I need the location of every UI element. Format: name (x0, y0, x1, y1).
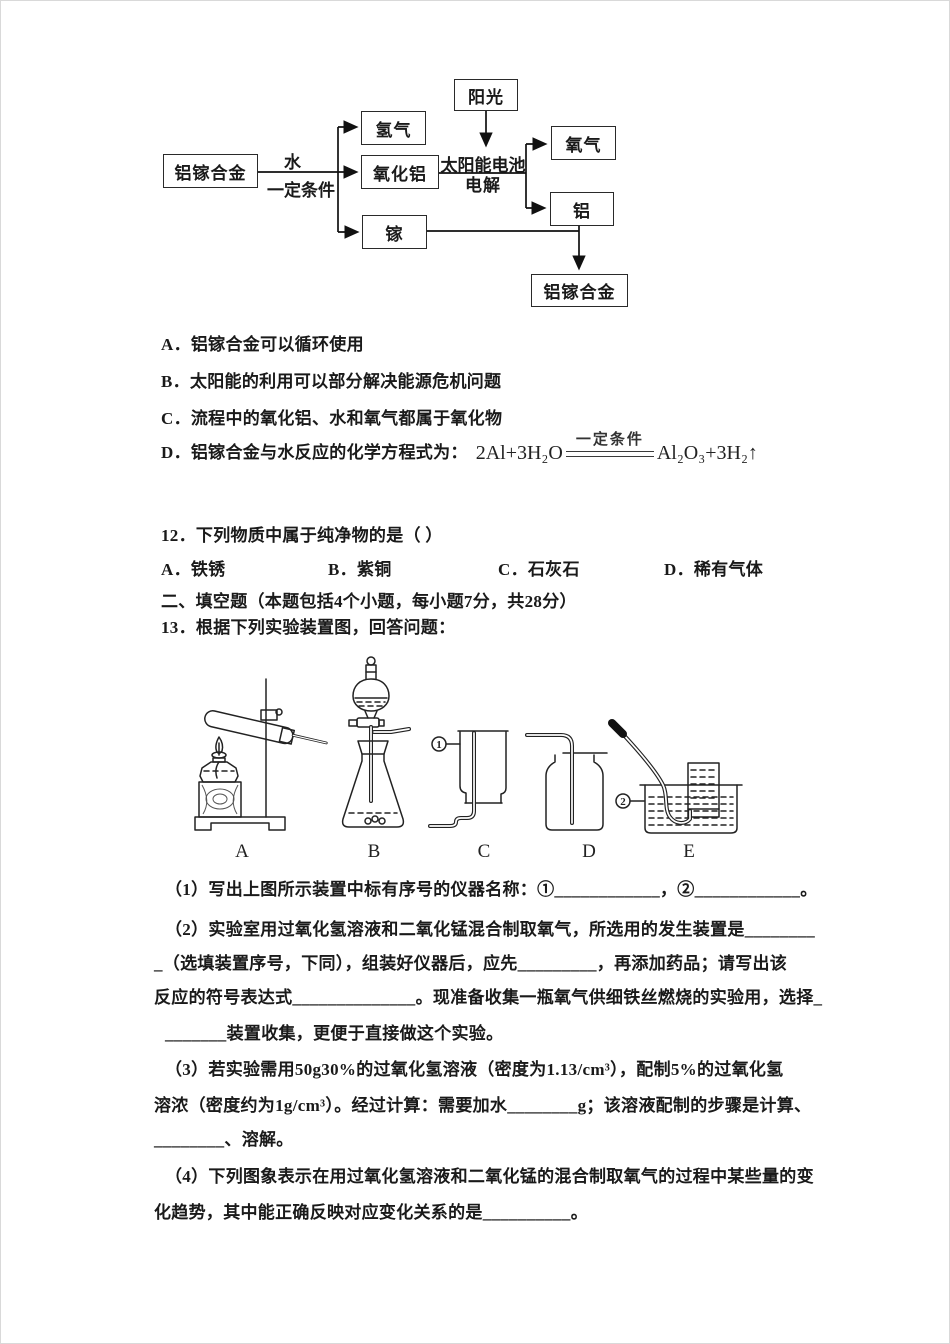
apparatus-a-heating-setup: A (194, 678, 328, 862)
q11-option-c: C．流程中的氧化铝、水和氧气都属于氧化物 (161, 409, 503, 428)
q13-line-6: （3）若实验需用50g30%的过氧化氢溶液（密度为1.13/cm³），配制5%的… (165, 1060, 784, 1079)
apparatus-e-water-trough: 2 E (608, 719, 743, 862)
apparatus-label-a: A (235, 841, 249, 862)
q13-line-2: （2）实验室用过氧化氢溶液和二氧化锰混合制取氧气，所选用的发生装置是______… (165, 920, 816, 939)
apparatus-label-b: B (368, 841, 381, 862)
q13-line-9: （4）下列图象表示在用过氧化氢溶液和二氧化锰的混合制取氧气的过程中某些量的变 (165, 1167, 814, 1186)
callout-1: 1 (436, 739, 442, 751)
callout-2: 2 (620, 796, 626, 808)
q13-line-7: 溶浓（密度约为1g/cm³）。经过计算：需要加水________g；该溶液配制的… (154, 1096, 812, 1115)
section2-header: 二、填空题（本题包括4个小题，每小题7分，共28分） (161, 592, 577, 611)
flowchart-box-gallium: 镓 (362, 215, 427, 249)
flowchart-box-oxygen: 氧气 (551, 126, 616, 160)
q12-option-a: A．铁锈 (161, 560, 226, 579)
apparatus-b-generator: B (341, 656, 411, 862)
q12-option-b: B．紫铜 (328, 560, 392, 579)
q13-stem: 13．根据下列实验装置图，回答问题： (161, 618, 456, 637)
q13-line-10: 化趋势，其中能正确反映对应变化关系的是__________。 (154, 1203, 588, 1222)
equation-condition-bar: 一定条件 (565, 432, 654, 465)
q11-option-b: B．太阳能的利用可以部分解决能源危机问题 (161, 372, 502, 391)
q13-line-4: 反应的符号表达式______________。现准备收集一瓶氧气供细铁丝燃烧的实… (154, 988, 823, 1007)
q13-line-3: _（选填装置序号，下同），组装好仪器后，应先_________，再添加药品；请写… (154, 954, 788, 973)
equation-rhs: Al₂O₃+3H₂↑ (656, 442, 758, 465)
flowchart-box-alumina: 氧化铝 (361, 155, 439, 189)
q12-option-c: C．石灰石 (498, 560, 580, 579)
chemical-equation: 2Al+3H₂O 一定条件 Al₂O₃+3H₂↑ (476, 432, 758, 465)
apparatus-figure: A B 1 (194, 656, 743, 862)
flowchart-box-hydrogen: 氢气 (361, 111, 426, 145)
q11-option-a: A．铝镓合金可以循环使用 (161, 335, 364, 354)
apparatus-label-d: D (582, 841, 596, 862)
flowchart-box-sunlight: 阳光 (454, 79, 518, 111)
apparatus-label-c: C (478, 841, 491, 862)
equation-lhs: 2Al+3H₂O (475, 442, 563, 465)
q11-option-d: D．铝镓合金与水反应的化学方程式为： 2Al+3H₂O 一定条件 Al₂O₃+3… (161, 432, 758, 465)
q13-line-1: （1）写出上图所示装置中标有序号的仪器名称：①____________，②___… (165, 880, 818, 899)
apparatus-c-collection: 1 C (428, 730, 509, 862)
flowchart-box-alloy-bottom: 铝镓合金 (531, 274, 628, 307)
flowchart-box-aluminum: 铝 (550, 192, 614, 226)
q13-line-5: _______装置收集，更便于直接做这个实验。 (165, 1024, 504, 1043)
q11-option-d-text: D．铝镓合金与水反应的化学方程式为： (161, 443, 468, 463)
equation-condition: 一定条件 (575, 432, 644, 448)
equation-double-line (565, 451, 654, 458)
flowchart-label-condition: 一定条件 (267, 181, 335, 200)
flowchart-connectors (258, 111, 586, 271)
apparatus-d-collection: D (525, 733, 608, 862)
flowchart-box-alloy-left: 铝镓合金 (163, 154, 258, 188)
flowchart-label-solar-cell: 太阳能电池 (440, 156, 526, 175)
flowchart-label-electrolysis: 电解 (465, 176, 501, 195)
q12-stem: 12．下列物质中属于纯净物的是（ ） (161, 526, 443, 545)
q12-option-d: D．稀有气体 (664, 560, 764, 579)
q13-line-8: ________、溶解。 (154, 1130, 294, 1149)
flowchart-label-water: 水 (284, 153, 302, 172)
apparatus-label-e: E (683, 841, 695, 862)
